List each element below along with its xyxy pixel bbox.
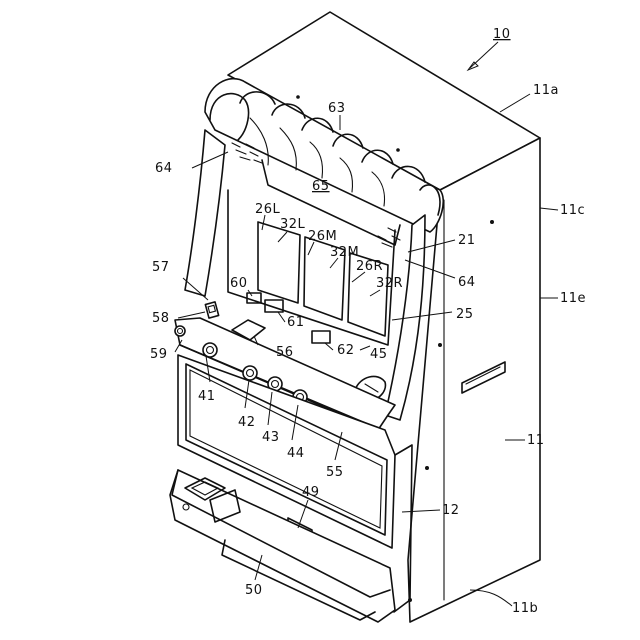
label-62: 62	[337, 343, 355, 358]
label-43: 43	[262, 430, 280, 445]
label-11c: 11c	[560, 203, 585, 218]
label-44: 44	[287, 446, 305, 461]
label-50: 50	[245, 583, 263, 598]
label-25: 25	[456, 307, 474, 322]
label-11b: 11b	[512, 601, 538, 616]
label-11a: 11a	[533, 83, 559, 98]
label-58: 58	[152, 311, 170, 326]
label-26M: 26M	[308, 229, 337, 244]
label-12: 12	[442, 503, 460, 518]
label-55: 55	[326, 465, 344, 480]
label-45: 45	[370, 347, 388, 362]
label-10: 10	[493, 27, 511, 42]
reel-left	[258, 222, 300, 303]
label-56: 56	[276, 345, 294, 360]
label-64b: 64	[458, 275, 476, 290]
label-11e: 11e	[560, 291, 586, 306]
label-59: 59	[150, 347, 168, 362]
label-32L: 32L	[280, 217, 306, 232]
label-60: 60	[230, 276, 248, 291]
label-11: 11	[527, 433, 545, 448]
label-26R: 26R	[356, 259, 383, 274]
label-57: 57	[152, 260, 170, 275]
label-65: 65	[312, 179, 330, 194]
label-63: 63	[328, 101, 346, 116]
label-26L: 26L	[255, 202, 281, 217]
label-21: 21	[458, 233, 476, 248]
label-32M: 32M	[330, 245, 359, 260]
label-49: 49	[302, 485, 320, 500]
label-61: 61	[287, 315, 305, 330]
label-32R: 32R	[376, 276, 403, 291]
label-41: 41	[198, 389, 216, 404]
label-42: 42	[238, 415, 256, 430]
label-64a: 64	[155, 161, 173, 176]
